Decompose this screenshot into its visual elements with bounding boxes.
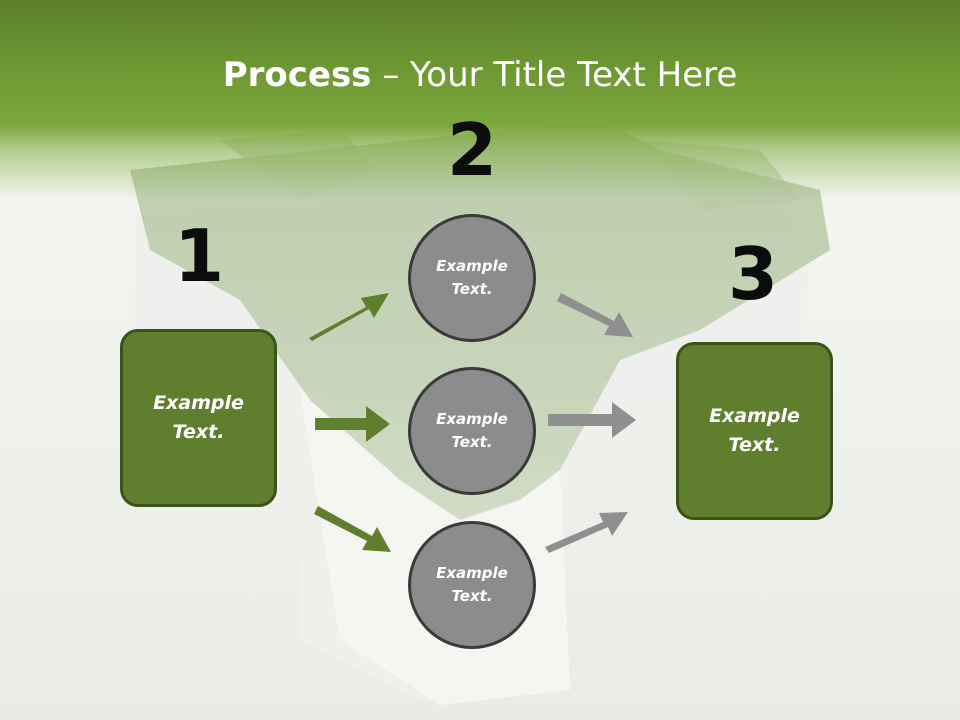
top-circle: Example Text.: [408, 214, 536, 342]
title-rest: – Your Title Text Here: [371, 55, 738, 95]
bottom-circle: Example Text.: [408, 521, 536, 649]
left-box-text: Example Text.: [153, 392, 244, 443]
bottom-circle-text: Example Text.: [436, 564, 508, 605]
middle-circle-text: Example Text.: [436, 410, 508, 451]
middle-circle: Example Text.: [408, 367, 536, 495]
gray-arrow-up: [545, 512, 628, 553]
right-process-box: Example Text.: [676, 342, 833, 520]
step-number-2: 2: [446, 108, 498, 192]
top-circle-text: Example Text.: [436, 257, 508, 298]
title-band: [0, 0, 960, 200]
slide-title: Process – Your Title Text Here: [0, 52, 960, 98]
step-number-1: 1: [173, 214, 225, 298]
left-process-box: Example Text.: [120, 329, 277, 507]
green-arrow-down: [314, 506, 391, 552]
green-arrow-up: [309, 293, 389, 341]
green-arrow-right: [315, 406, 390, 442]
step-number-3: 3: [727, 232, 779, 316]
title-bold: Process: [222, 55, 372, 95]
gray-arrow-down: [557, 293, 633, 337]
right-box-text: Example Text.: [709, 405, 800, 456]
gray-arrow-right: [548, 402, 636, 438]
